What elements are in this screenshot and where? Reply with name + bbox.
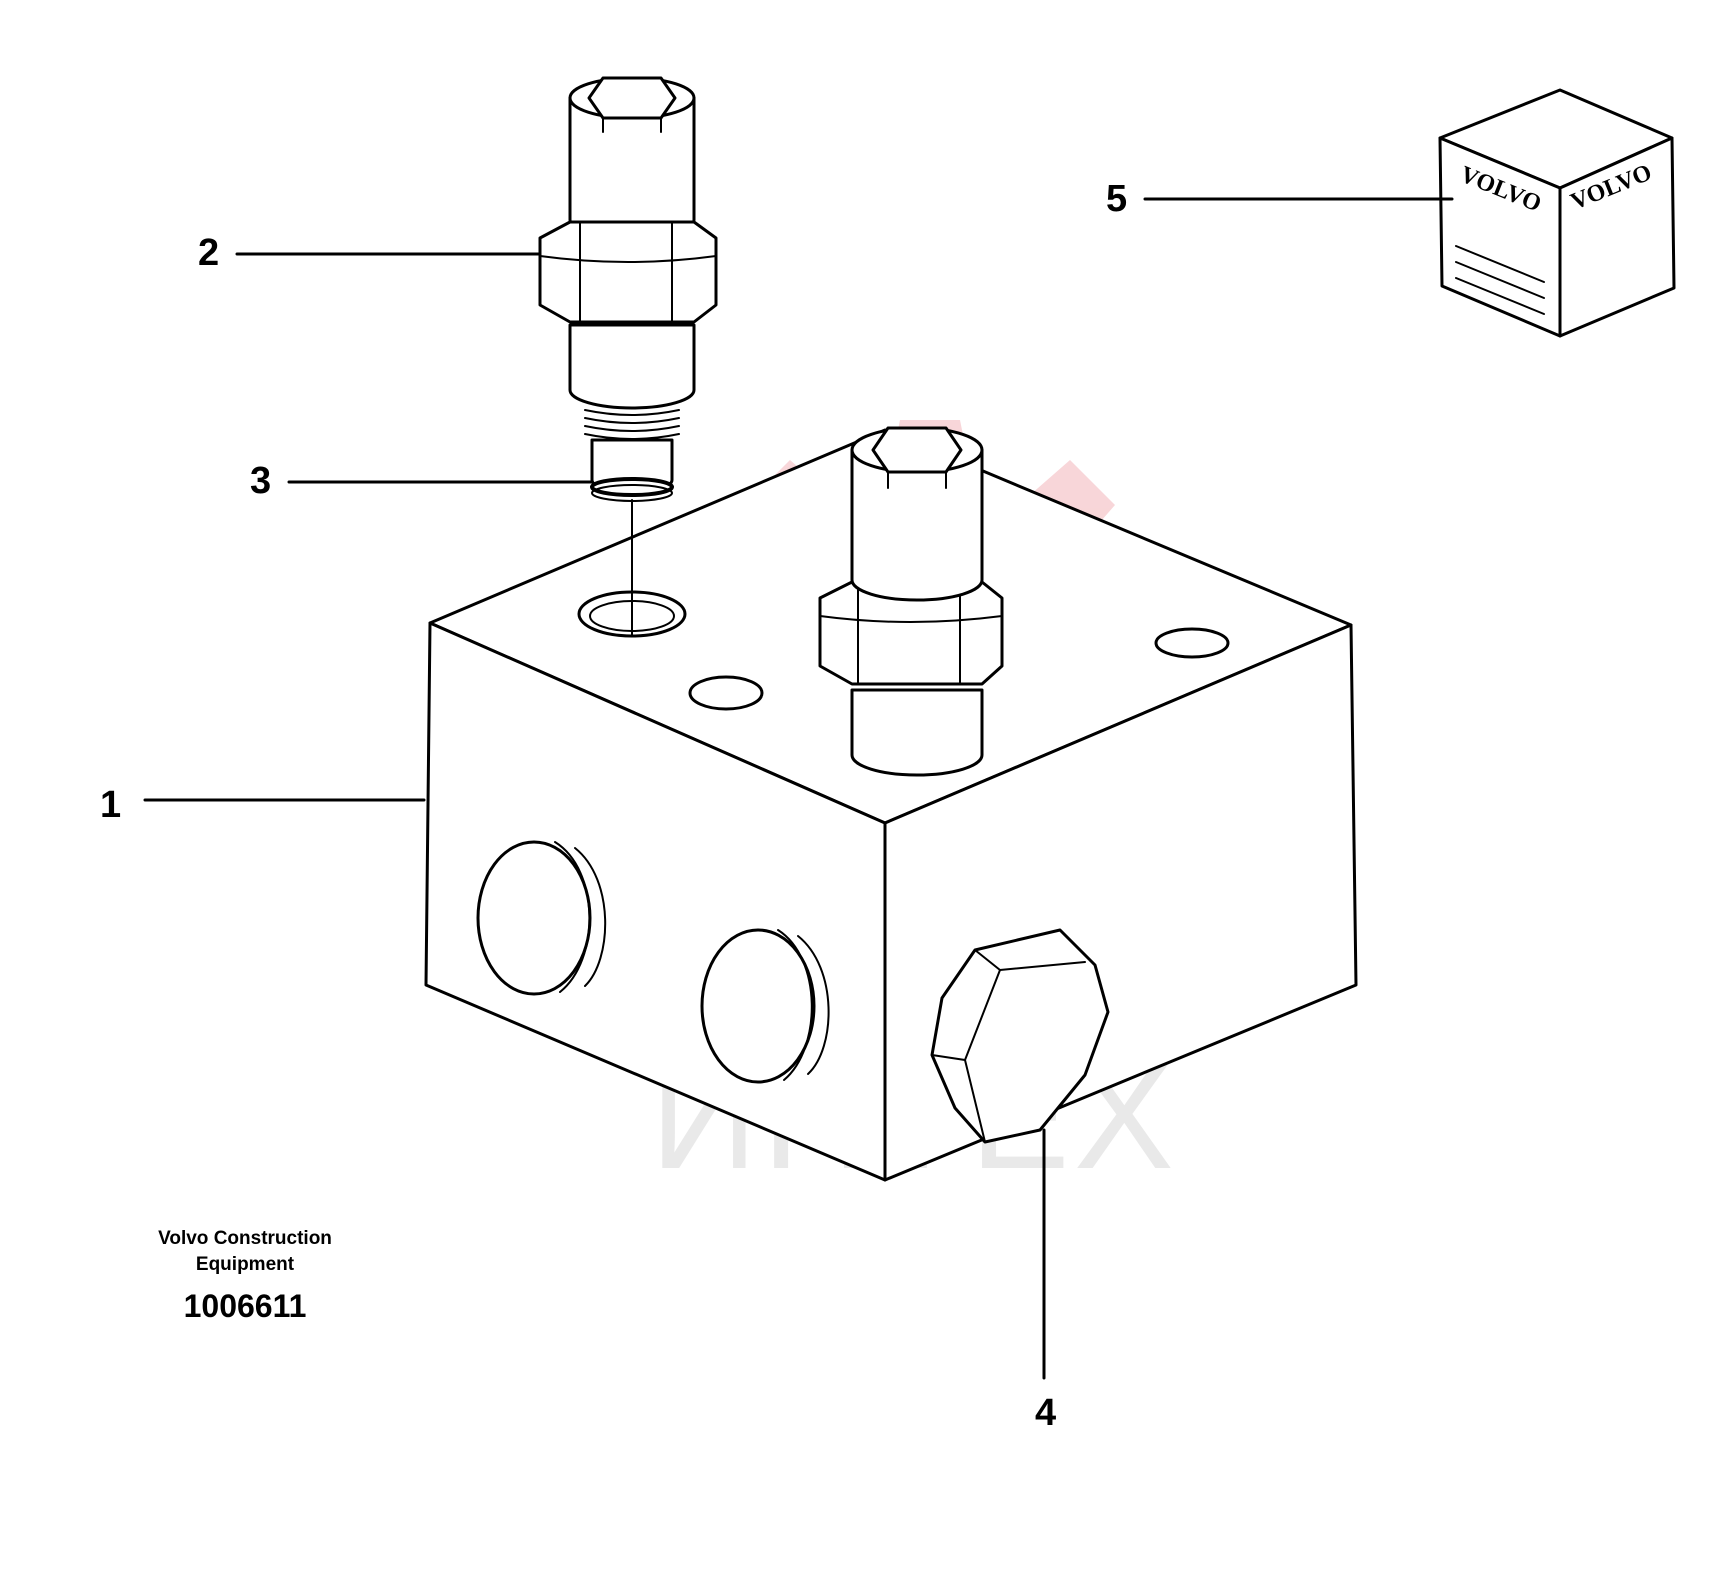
hex-plug xyxy=(930,928,1110,1144)
callout-3: 3 xyxy=(250,460,272,502)
manufacturer-name: Volvo Construction Equipment xyxy=(158,1228,332,1275)
o-ring-seal xyxy=(590,477,674,502)
callout-5: 5 xyxy=(1106,178,1128,220)
credit-block: Volvo Construction Equipment 1006611 xyxy=(120,1226,370,1325)
relief-valve-cartridge xyxy=(538,76,718,494)
installed-relief-valve xyxy=(818,426,1004,777)
drawing-number: 1006611 xyxy=(183,1288,307,1324)
callout-1: 1 xyxy=(100,784,122,826)
seal-kit-box xyxy=(1438,88,1676,338)
callout-4: 4 xyxy=(1035,1392,1057,1434)
callout-2: 2 xyxy=(198,232,220,274)
